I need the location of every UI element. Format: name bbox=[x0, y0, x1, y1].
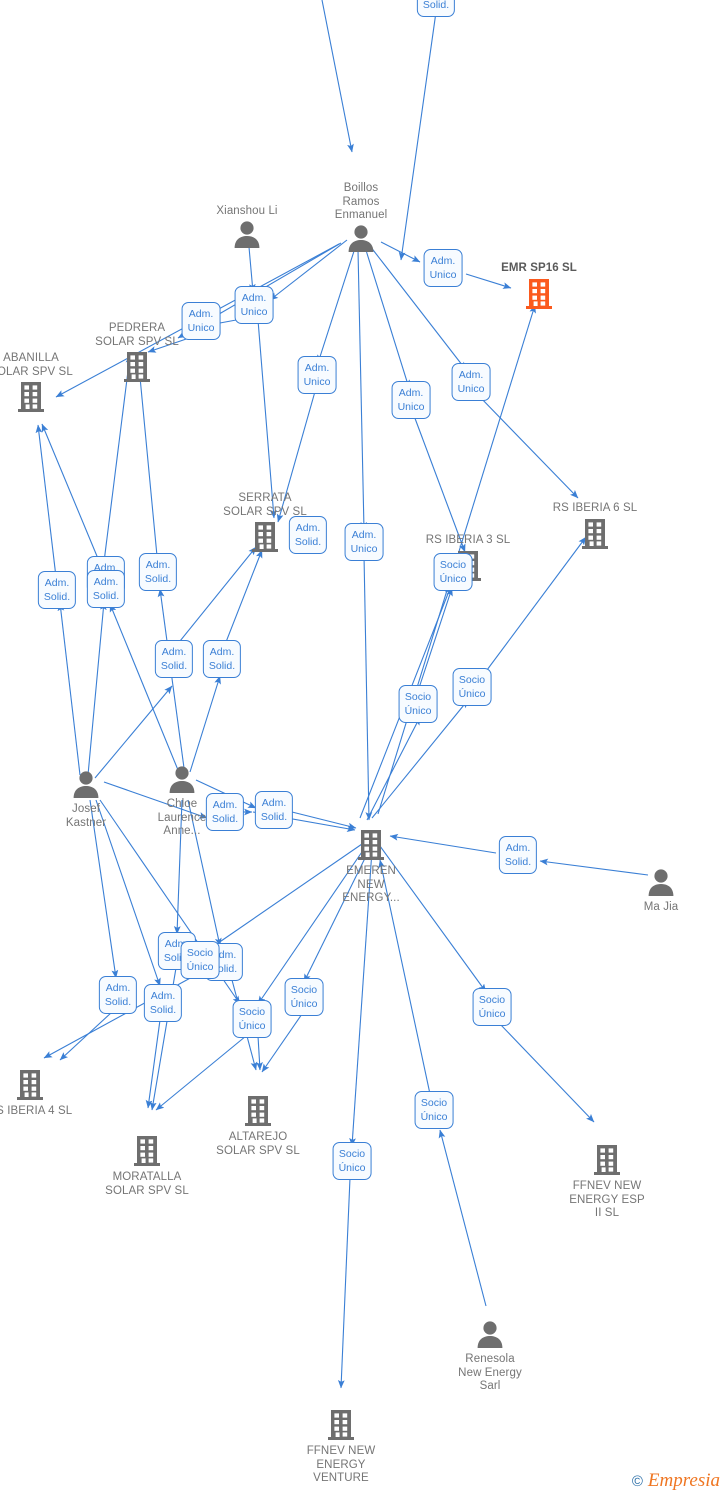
brand-name: Empresia bbox=[647, 1470, 720, 1491]
node-label: Boillos Ramos Enmanuel bbox=[334, 182, 388, 221]
node-label: RS IBERIA 6 SL bbox=[552, 502, 638, 514]
building-icon bbox=[87, 1134, 207, 1171]
node-label: Renesola New Energy Sarl bbox=[458, 1353, 522, 1392]
graph-node-abanilla[interactable]: ABANILLA SOLAR SPV SL bbox=[0, 352, 91, 417]
relation-badge[interactable]: Adm. Solid. bbox=[498, 836, 538, 874]
relation-badge[interactable]: Adm. Unico bbox=[391, 381, 431, 419]
node-label: RS IBERIA 4 SL bbox=[0, 1105, 73, 1117]
node-label: SERRATA SOLAR SPV SL bbox=[223, 492, 307, 518]
graph-node-emr16[interactable]: EMR SP16 SL bbox=[479, 262, 599, 314]
relation-badge[interactable]: Adm. Unico bbox=[451, 363, 491, 401]
node-label: ALTAREJO SOLAR SPV SL bbox=[216, 1131, 300, 1157]
node-label: FFNEV NEW ENERGY VENTURE bbox=[306, 1445, 376, 1484]
person-icon bbox=[601, 868, 721, 901]
relation-badge[interactable]: Adm. Solid. bbox=[202, 640, 242, 678]
relation-badge[interactable]: Adm. Solid. bbox=[205, 793, 245, 831]
graph-node-emeren[interactable]: EMEREN NEW ENERGY... bbox=[311, 828, 431, 906]
copyright-icon: © bbox=[631, 1472, 643, 1490]
relation-badge[interactable]: Adm. Solid. bbox=[98, 976, 138, 1014]
relation-badge[interactable]: Adm. Unico bbox=[423, 249, 463, 287]
node-label: PEDRERA SOLAR SPV SL bbox=[95, 322, 179, 348]
graph-node-boillos[interactable]: Boillos Ramos Enmanuel bbox=[301, 182, 421, 257]
relation-badge[interactable]: Socio Único bbox=[472, 988, 512, 1026]
relation-badge[interactable]: Adm. Solid. bbox=[254, 791, 294, 829]
node-label: MORATALLA SOLAR SPV SL bbox=[105, 1171, 189, 1197]
building-icon bbox=[0, 1068, 90, 1105]
graph-node-moratalla[interactable]: MORATALLA SOLAR SPV SL bbox=[87, 1134, 207, 1198]
node-label: Chloe Laurence Anne... bbox=[157, 798, 207, 837]
building-icon bbox=[281, 1408, 401, 1445]
person-icon bbox=[26, 770, 146, 803]
relation-badge[interactable]: Socio Único bbox=[284, 978, 324, 1016]
node-label: EMEREN NEW ENERGY... bbox=[342, 865, 400, 904]
relation-badge[interactable]: Adm. Solid. bbox=[138, 553, 178, 591]
relation-badge[interactable]: Adm. Unico bbox=[234, 286, 274, 324]
node-label: FFNEV NEW ENERGY ESP II SL bbox=[569, 1180, 645, 1219]
building-icon bbox=[77, 350, 197, 387]
graph-node-ffnev2[interactable]: FFNEV NEW ENERGY ESP II SL bbox=[547, 1143, 667, 1221]
building-icon bbox=[311, 828, 431, 865]
relation-badge[interactable]: Socio Único bbox=[452, 668, 492, 706]
relation-badge[interactable]: Adm. Solid. bbox=[288, 516, 328, 554]
building-icon bbox=[205, 520, 325, 557]
graph-node-xianshou[interactable]: Xianshou Li bbox=[187, 205, 307, 253]
graph-node-renesola[interactable]: Renesola New Energy Sarl bbox=[430, 1320, 550, 1394]
relation-badge[interactable]: Socio Único bbox=[232, 1000, 272, 1038]
building-icon bbox=[198, 1094, 318, 1131]
relation-badge[interactable]: Adm. Solid. bbox=[37, 571, 77, 609]
graph-node-josef[interactable]: Josef Kastner bbox=[26, 770, 146, 830]
person-icon bbox=[301, 224, 421, 257]
graph-node-rsib6[interactable]: RS IBERIA 6 SL bbox=[535, 502, 655, 554]
graph-node-majia[interactable]: Ma Jia bbox=[601, 868, 721, 915]
person-icon bbox=[430, 1320, 550, 1353]
node-label: Josef Kastner bbox=[65, 803, 107, 829]
graph-node-altarejo[interactable]: ALTAREJO SOLAR SPV SL bbox=[198, 1094, 318, 1158]
relation-badge[interactable]: Adm. Solid. bbox=[154, 640, 194, 678]
relation-badge[interactable]: Adm. Unico bbox=[297, 356, 337, 394]
building-icon bbox=[547, 1143, 667, 1180]
node-label: ABANILLA SOLAR SPV SL bbox=[0, 352, 73, 378]
building-icon bbox=[0, 380, 91, 417]
node-label: Xianshou Li bbox=[216, 205, 278, 217]
empresia-logo: © Empresia bbox=[632, 1470, 720, 1492]
person-icon bbox=[122, 765, 242, 798]
node-label: RS IBERIA 3 SL bbox=[425, 534, 511, 546]
relation-badge[interactable]: Adm. Solid. bbox=[86, 570, 126, 608]
relation-badge[interactable]: Socio Único bbox=[332, 1142, 372, 1180]
relation-badge[interactable]: Socio Único bbox=[433, 553, 473, 591]
relation-badge[interactable]: Adm. Unico bbox=[344, 523, 384, 561]
relation-badge[interactable]: Socio Único bbox=[398, 685, 438, 723]
graph-node-pedrera[interactable]: PEDRERA SOLAR SPV SL bbox=[77, 322, 197, 387]
person-icon bbox=[187, 220, 307, 253]
node-label: Ma Jia bbox=[643, 901, 679, 913]
graph-node-rsib4[interactable]: RS IBERIA 4 SL bbox=[0, 1068, 90, 1119]
building-icon bbox=[535, 517, 655, 554]
relation-badge[interactable]: Adm. Solid. bbox=[143, 984, 183, 1022]
relation-badge[interactable]: Socio Único bbox=[180, 941, 220, 979]
building-icon bbox=[479, 277, 599, 314]
node-label: EMR SP16 SL bbox=[501, 262, 577, 274]
graph-node-serrata[interactable]: SERRATA SOLAR SPV SL bbox=[205, 492, 325, 557]
relation-badge[interactable]: Socio Único bbox=[414, 1091, 454, 1129]
graph-node-chloe[interactable]: Chloe Laurence Anne... bbox=[122, 765, 242, 839]
graph-node-ffnevven[interactable]: FFNEV NEW ENERGY VENTURE bbox=[281, 1408, 401, 1486]
relation-badge[interactable]: Adm. Solid. bbox=[416, 0, 456, 17]
relation-badge[interactable]: Adm. Unico bbox=[181, 302, 221, 340]
